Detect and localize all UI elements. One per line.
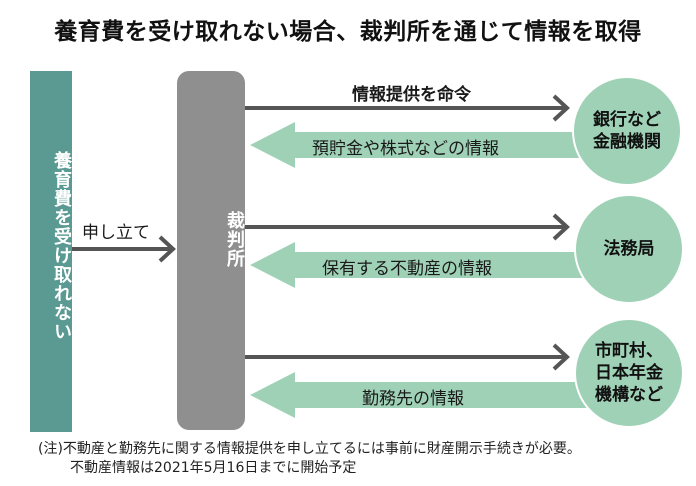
court-box: 裁判所 [177,71,245,430]
petition-arrow [72,235,176,263]
request-arrow-2 [245,213,570,241]
return-arrow-1 [250,122,590,168]
return-label-2: 保有する不動産の情報 [322,259,492,279]
target-municipality-line-3: 機構など [595,385,663,405]
target-municipality-line-2: 日本年金 [595,363,663,383]
return-label-1: 預貯金や株式などの情報 [312,139,499,159]
court-label: 裁判所 [224,211,245,268]
non-payment-label: 養育費を受け取れない [51,151,72,341]
return-arrow-3 [250,372,590,418]
target-bank-line-1: 銀行など [593,110,661,130]
target-legal-affairs-bureau-line-1: 法務局 [603,239,655,259]
footnote-line-1: (注)不動産と勤務先に関する情報提供を申し立てるには事前に財産開示手続きが必要。 [38,441,581,457]
target-municipality: 市町村、 日本年金 機構など [574,318,684,428]
diagram-title: 養育費を受け取れない場合、裁判所を通じて情報を取得 [54,19,642,45]
request-arrow-1 [245,94,570,122]
non-payment-box: 養育費を受け取れない [30,71,72,432]
return-arrow-2 [250,242,590,288]
target-municipality-line-1: 市町村、 [595,341,663,361]
target-bank: 銀行など 金融機関 [572,76,682,186]
target-bank-line-2: 金融機関 [593,132,661,152]
request-label-1: 情報提供を命令 [352,85,471,105]
footnote: (注)不動産と勤務先に関する情報提供を申し立てるには事前に財産開示手続きが必要。… [38,440,581,478]
footnote-line-2: 不動産情報は2021年5月16日までに開始予定 [70,460,357,476]
target-legal-affairs-bureau: 法務局 [574,194,684,304]
request-arrow-3 [245,343,570,371]
return-label-3: 勤務先の情報 [362,389,464,409]
petition-label: 申し立て [82,223,150,243]
